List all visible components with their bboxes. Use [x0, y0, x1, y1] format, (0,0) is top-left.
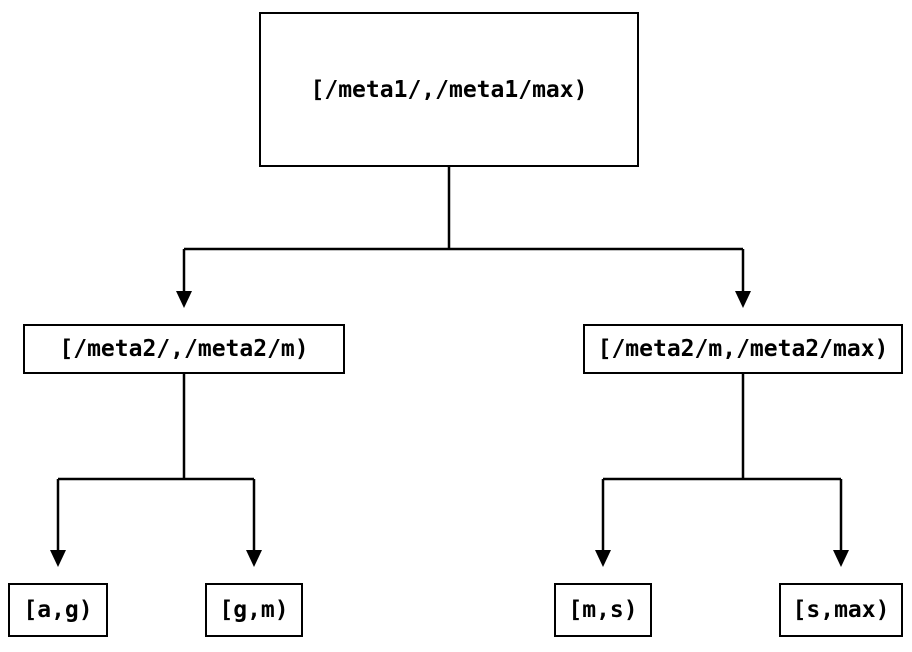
edge-root-to-children	[182, 167, 745, 291]
arrowhead-leaf-ms	[595, 550, 611, 567]
edge-left-to-leaves	[56, 374, 256, 550]
node-leaf-ag: [a,g)	[8, 583, 108, 637]
node-root: [/meta1/,/meta1/max)	[259, 12, 639, 167]
edge-right-to-leaves	[601, 374, 843, 550]
arrowhead-leaf-smax	[833, 550, 849, 567]
node-leaf-gm-label: [g,m)	[219, 597, 289, 623]
node-right-child: [/meta2/m,/meta2/max)	[583, 324, 903, 374]
node-leaf-ms: [m,s)	[554, 583, 652, 637]
node-leaf-gm: [g,m)	[205, 583, 303, 637]
arrowhead-right-child	[735, 291, 751, 308]
node-left-child-label: [/meta2/,/meta2/m)	[59, 336, 309, 362]
node-root-label: [/meta1/,/meta1/max)	[310, 76, 588, 103]
arrowhead-leaf-gm	[246, 550, 262, 567]
arrowhead-leaf-ag	[50, 550, 66, 567]
node-leaf-smax: [s,max)	[779, 583, 903, 637]
arrowhead-left-child	[176, 291, 192, 308]
node-right-child-label: [/meta2/m,/meta2/max)	[597, 336, 889, 362]
node-left-child: [/meta2/,/meta2/m)	[23, 324, 345, 374]
node-leaf-ag-label: [a,g)	[23, 597, 93, 623]
node-leaf-smax-label: [s,max)	[792, 597, 890, 623]
node-leaf-ms-label: [m,s)	[568, 597, 638, 623]
